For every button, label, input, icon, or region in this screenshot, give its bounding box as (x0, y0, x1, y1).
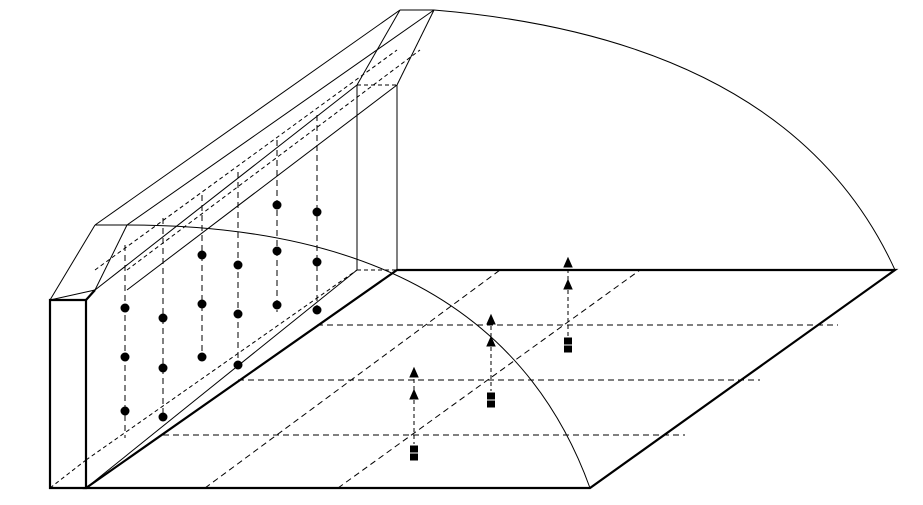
sensor-dot (120, 406, 130, 416)
triangle-up-arrow-icon (486, 313, 496, 325)
triangle-up-arrow-icon (486, 335, 496, 347)
wall-top-front-edge (85, 289, 96, 301)
square-source-icon (487, 392, 495, 400)
roof-eave-left (49, 224, 96, 301)
front-wall-front-face (48, 298, 88, 490)
roof-arc-front (126, 224, 591, 489)
back-wall-top-rear (126, 84, 398, 291)
sensor-dot (272, 200, 282, 210)
sensor-dot (233, 260, 243, 270)
sensor-dot (197, 352, 207, 362)
sensor-dot (197, 299, 207, 309)
sensor-dot (312, 305, 322, 315)
roof-eave-right (94, 224, 128, 291)
triangle-up-arrow-icon (409, 388, 419, 400)
back-wall-bottom (85, 269, 358, 489)
sensor-dot (272, 246, 282, 256)
sensor-dot (233, 360, 243, 370)
roof-ridge-right (126, 9, 435, 226)
back-wall-top-front (94, 84, 358, 291)
square-source-icon (410, 445, 418, 453)
sensor-dot (120, 352, 130, 362)
floor-grid-width-1 (337, 269, 641, 489)
floor-arrows (409, 256, 573, 461)
roof-back-slope-2 (356, 9, 401, 86)
structure-lines (48, 9, 899, 490)
square-source-icon (564, 345, 572, 353)
triangle-up-arrow-icon (409, 366, 419, 378)
sensor-dot (312, 207, 322, 217)
roof-back-slope (396, 9, 435, 86)
sensor-dot (233, 309, 243, 319)
sensor-dot (312, 257, 322, 267)
roof-dashed-inner (94, 49, 398, 271)
square-source-icon (410, 453, 418, 461)
sensor-dot (158, 363, 168, 373)
square-source-icon (564, 337, 572, 345)
front-wall-inner-dash-2 (85, 269, 358, 461)
roof-dashed-inner-2 (126, 49, 421, 271)
roof-ridge-left (94, 9, 401, 226)
triangle-up-arrow-icon (563, 256, 573, 268)
sensor-dot (272, 300, 282, 310)
square-source-icon (487, 400, 495, 408)
sensor-dot (158, 313, 168, 323)
sensor-dot (120, 303, 130, 313)
sensor-dot (158, 412, 168, 422)
wall-sensors (120, 200, 322, 422)
triangle-up-arrow-icon (563, 278, 573, 290)
sensor-dot (197, 250, 207, 260)
front-wall-inner-dash (49, 459, 87, 489)
wall-front-top-left (49, 289, 96, 301)
floor-grid-width-2 (204, 269, 501, 489)
roof-arc-back (433, 9, 896, 271)
